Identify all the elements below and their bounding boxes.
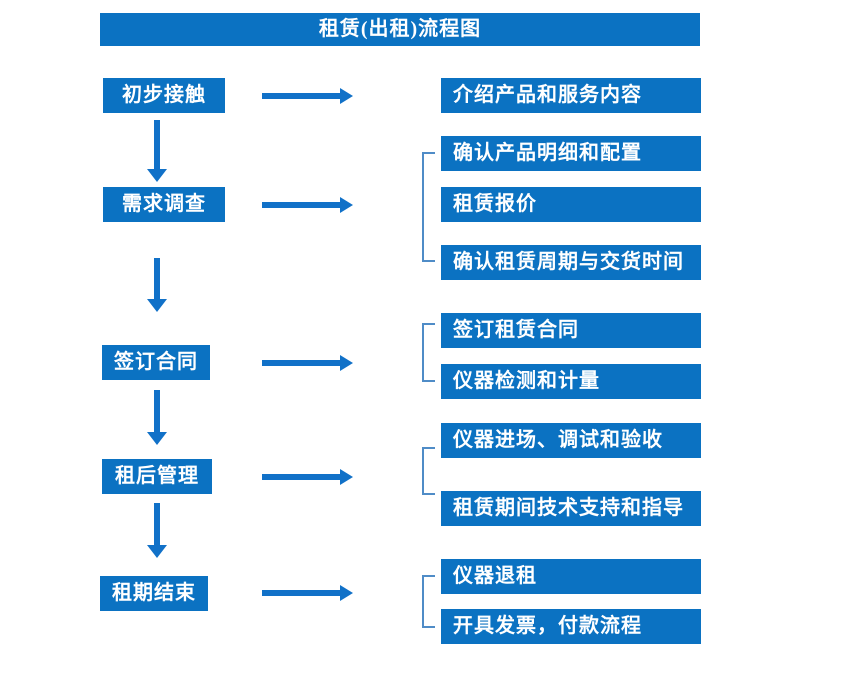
step-box-rental-end: 租期结束 bbox=[100, 576, 208, 611]
group-bracket-demand-survey bbox=[422, 152, 435, 262]
arrow-stem bbox=[262, 360, 340, 366]
flow-arrow-down-4 bbox=[147, 503, 167, 558]
detail-box-tech-support: 租赁期间技术支持和指导 bbox=[441, 491, 701, 526]
arrow-head-icon bbox=[340, 197, 353, 213]
arrow-stem bbox=[154, 503, 160, 545]
step-box-demand-survey: 需求调查 bbox=[103, 187, 225, 222]
arrow-head-icon bbox=[340, 585, 353, 601]
detail-box-instrument-testing: 仪器检测和计量 bbox=[441, 364, 701, 399]
arrow-stem bbox=[154, 390, 160, 432]
detail-box-confirm-rental-period: 确认租赁周期与交货时间 bbox=[441, 245, 701, 280]
arrow-head-icon bbox=[340, 469, 353, 485]
group-bracket-sign-contract bbox=[422, 323, 435, 382]
step-box-sign-contract: 签订合同 bbox=[102, 345, 210, 380]
flow-arrow-down-2 bbox=[147, 258, 167, 312]
step-box-post-rental-management: 租后管理 bbox=[102, 459, 212, 494]
arrow-stem bbox=[154, 120, 160, 169]
detail-box-invoice-payment: 开具发票，付款流程 bbox=[441, 609, 701, 644]
flow-arrow-right-3 bbox=[262, 355, 353, 371]
flowchart-title: 租赁(出租)流程图 bbox=[318, 18, 482, 40]
arrow-stem bbox=[154, 258, 160, 299]
arrow-stem bbox=[262, 474, 340, 480]
detail-box-rental-quote: 租赁报价 bbox=[441, 187, 701, 222]
group-bracket-post-rental bbox=[422, 447, 435, 495]
flowchart-title-bar: 租赁(出租)流程图 bbox=[100, 13, 700, 46]
flow-arrow-right-2 bbox=[262, 197, 353, 213]
flow-arrow-right-5 bbox=[262, 585, 353, 601]
step-box-initial-contact: 初步接触 bbox=[103, 78, 225, 113]
detail-box-confirm-product-details: 确认产品明细和配置 bbox=[441, 136, 701, 171]
arrow-head-icon bbox=[147, 545, 167, 558]
arrow-head-icon bbox=[340, 355, 353, 371]
arrow-head-icon bbox=[340, 88, 353, 104]
group-bracket-rental-end bbox=[422, 575, 435, 628]
arrow-head-icon bbox=[147, 432, 167, 445]
detail-box-sign-rental-contract: 签订租赁合同 bbox=[441, 313, 701, 348]
arrow-stem bbox=[262, 202, 340, 208]
flow-arrow-down-1 bbox=[147, 120, 167, 182]
detail-box-instrument-entry-acceptance: 仪器进场、调试和验收 bbox=[441, 423, 701, 458]
arrow-head-icon bbox=[147, 169, 167, 182]
arrow-stem bbox=[262, 590, 340, 596]
detail-box-introduce-products: 介绍产品和服务内容 bbox=[441, 78, 701, 113]
flow-arrow-right-1 bbox=[262, 88, 353, 104]
arrow-head-icon bbox=[147, 299, 167, 312]
arrow-stem bbox=[262, 93, 340, 99]
flow-arrow-right-4 bbox=[262, 469, 353, 485]
detail-box-instrument-return: 仪器退租 bbox=[441, 559, 701, 594]
flow-arrow-down-3 bbox=[147, 390, 167, 445]
